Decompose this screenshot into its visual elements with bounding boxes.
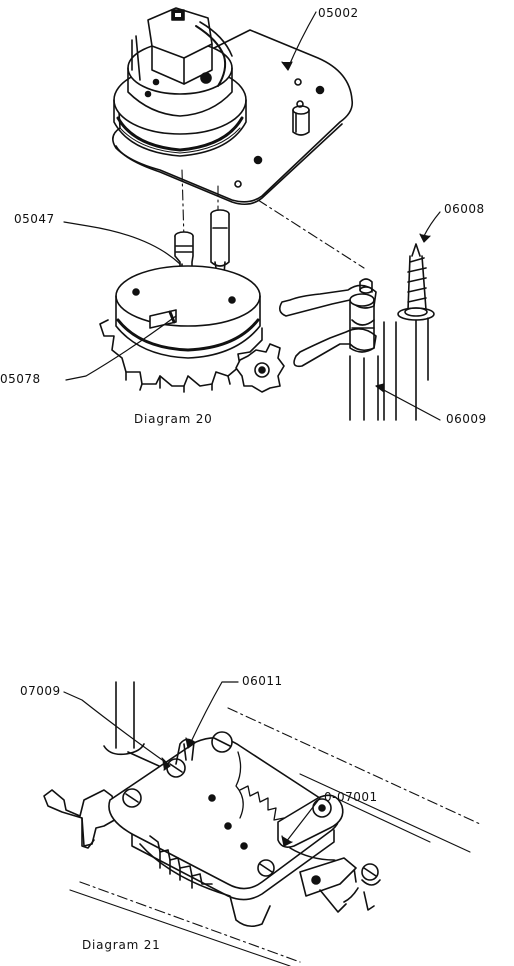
lever-06009	[278, 278, 397, 421]
diagram-21-leaders	[63, 681, 321, 847]
part-label-05047: 05047	[14, 212, 55, 226]
spring-pawl	[235, 751, 285, 831]
left-arm	[43, 789, 119, 849]
diagram-20-caption: Diagram 20	[134, 412, 213, 426]
part-label-06008: 06008	[444, 202, 485, 216]
diagram-20-leaders	[63, 11, 441, 421]
pivot-pin	[210, 209, 230, 277]
part-label-05078: 05078	[0, 372, 41, 386]
part-label-06011: 06011	[242, 674, 283, 688]
part-label-05002: 05002	[318, 6, 359, 20]
drum-gear-assembly	[99, 265, 285, 393]
part-label-07009: 07009	[20, 684, 61, 698]
part-label-0-07001: 0-07001	[324, 790, 378, 804]
diagram-21-caption: Diagram 21	[82, 938, 161, 952]
alignment-lines	[181, 169, 365, 269]
right-lever	[277, 794, 381, 913]
diagram-20-drawing	[63, 7, 441, 421]
guide-lines	[79, 707, 481, 963]
gear-rack	[139, 835, 271, 928]
screw-06008	[397, 243, 435, 421]
motor-housing	[113, 7, 247, 157]
part-label-06009: 06009	[446, 412, 487, 426]
